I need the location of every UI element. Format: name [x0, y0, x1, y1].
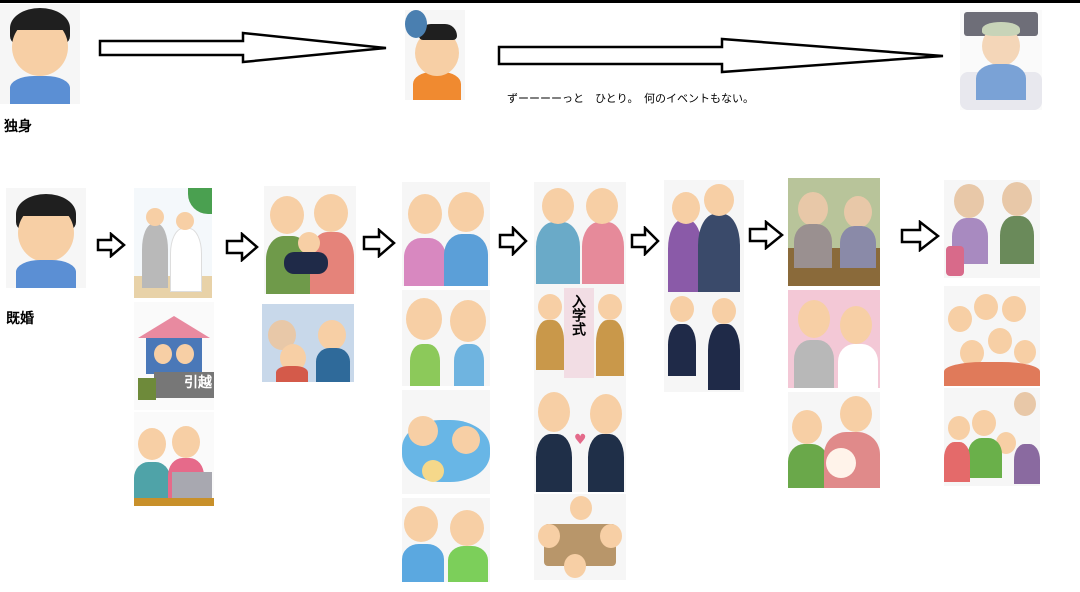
entrance-ceremony-picture: 入学式 — [534, 284, 626, 382]
top-border — [0, 0, 1080, 3]
arrow-icon — [362, 228, 396, 258]
parents-smiling-picture — [402, 182, 490, 286]
beach-wedding-picture — [134, 188, 212, 298]
arrow-icon — [225, 232, 259, 262]
parents-with-baby-picture — [264, 186, 356, 294]
elderly-walking-picture — [944, 180, 1040, 278]
new-employees-picture — [664, 292, 744, 392]
big-family-picture — [944, 286, 1040, 386]
single-worried-man-picture — [405, 10, 465, 100]
family-reading-picture — [944, 388, 1040, 486]
single-elderly-hospital-picture — [960, 10, 1042, 110]
long-arrow-icon — [497, 37, 944, 74]
single-young-man-picture — [0, 4, 80, 104]
arrow-icon — [96, 232, 126, 258]
arrow-icon — [630, 226, 660, 256]
married-young-man-picture — [6, 188, 86, 288]
married-label: 既婚 — [6, 311, 34, 327]
moving-house-picture: 引越 — [134, 302, 214, 410]
family-on-train-picture — [262, 304, 354, 382]
elderly-couple-bench-picture — [788, 178, 880, 286]
child-wedding-picture — [788, 290, 880, 388]
pregnancy-picture — [788, 392, 880, 488]
study-group-picture — [534, 494, 626, 580]
boys-playing-games-picture — [402, 498, 490, 582]
parents-holding-hands-picture — [534, 182, 626, 284]
middle-aged-couple-picture — [664, 180, 744, 292]
arrow-icon — [498, 226, 528, 256]
moving-truck-text: 引越 — [154, 372, 214, 398]
single-label: 独身 — [4, 119, 32, 135]
arrow-icon — [748, 220, 784, 250]
heart-icon: ♥ — [574, 432, 587, 448]
long-arrow-icon — [98, 31, 387, 64]
couple-laptop-picture — [134, 412, 214, 506]
kids-pool-picture — [402, 390, 490, 494]
student-romance-picture: ♥ — [534, 382, 626, 492]
single-caption: ずーーーーっと ひとり。 何のイベントもない。 — [507, 92, 754, 105]
children-backpacks-picture — [402, 290, 490, 386]
entrance-ceremony-text: 入学式 — [570, 294, 586, 336]
arrow-icon — [900, 220, 940, 252]
